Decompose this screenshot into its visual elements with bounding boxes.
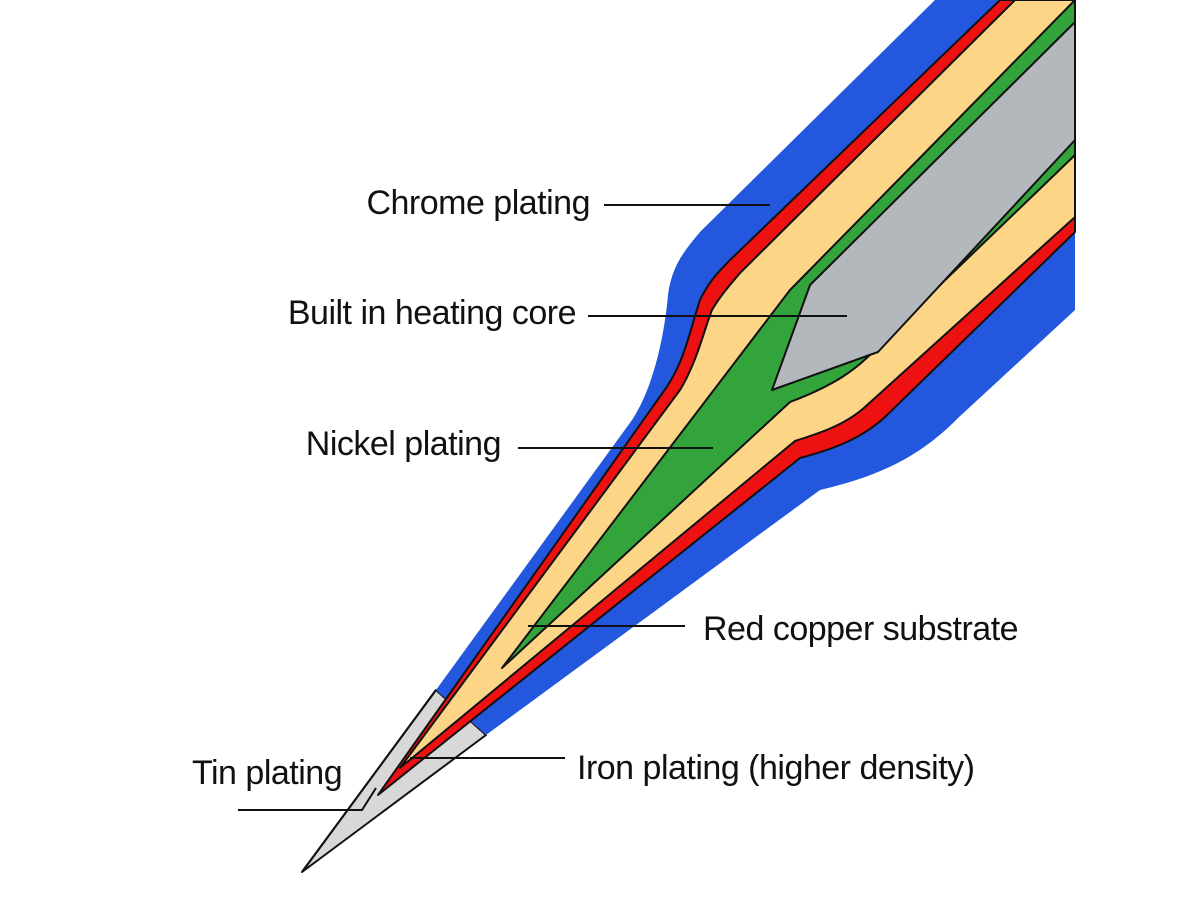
tin-plating-leader [238,787,377,811]
tin-plating-label: Tin plating [192,754,342,792]
heating-core-layer [771,21,1076,391]
tin-tip-edge [301,689,437,873]
iron-plating-label: Iron plating (higher density) [577,749,975,787]
chrome-plating-label: Chrome plating [366,184,590,222]
nickel-plating-label: Nickel plating [306,425,501,463]
red-copper-label: Red copper substrate [703,610,1018,648]
heating-core-label: Built in heating core [288,294,576,332]
